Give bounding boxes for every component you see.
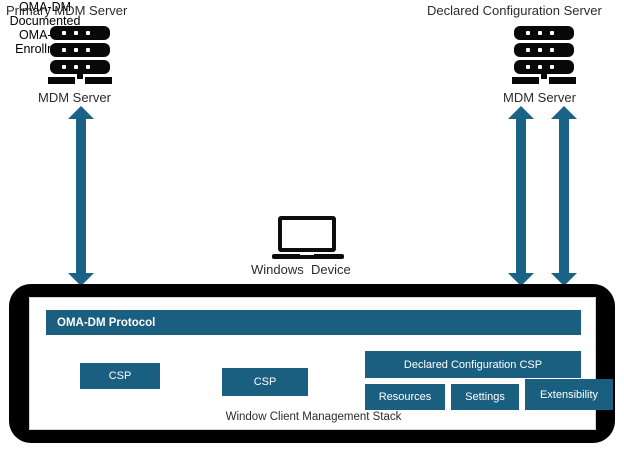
server-led-icon	[62, 65, 66, 69]
arrow-head-up-icon	[508, 106, 534, 119]
server-led-icon	[62, 31, 66, 35]
server-base-right	[85, 77, 112, 84]
client-management-stack-frame: OMA-DM Protocol CSP CSP Declared Configu…	[9, 284, 615, 443]
server-stand-stem	[77, 73, 83, 79]
mdm-server-caption-left: MDM Server	[38, 90, 111, 105]
server-rack-unit	[50, 60, 110, 74]
server-led-icon	[526, 65, 530, 69]
server-rack-unit	[50, 26, 110, 40]
oma-dm-documented-label: OMA-DM Documented	[0, 0, 90, 28]
server-base-right	[549, 77, 576, 84]
server-rack-unit	[514, 26, 574, 40]
server-rack-unit	[514, 43, 574, 57]
resources-box[interactable]: Resources	[365, 384, 445, 410]
csp-box-2[interactable]: CSP	[222, 368, 308, 396]
laptop-screen	[278, 216, 336, 252]
server-led-icon	[526, 31, 530, 35]
laptop-notch	[300, 252, 314, 255]
server-led-icon	[74, 31, 78, 35]
server-led-icon	[86, 48, 90, 52]
arrow-head-down-icon	[508, 273, 534, 286]
server-rack-unit	[50, 43, 110, 57]
arrow-oma-dm-enrollment-1	[508, 106, 534, 286]
server-led-icon	[550, 65, 554, 69]
arrow-shaft	[559, 118, 569, 274]
mdm-server-caption-right: MDM Server	[503, 90, 576, 105]
windows-device-laptop-icon	[272, 216, 344, 266]
csp-box-1[interactable]: CSP	[80, 363, 160, 389]
arrow-head-up-icon	[68, 106, 94, 119]
server-led-icon	[538, 48, 542, 52]
declared-configuration-csp-box[interactable]: Declared Configuration CSP	[365, 351, 581, 378]
server-led-icon	[74, 65, 78, 69]
server-led-icon	[86, 31, 90, 35]
client-management-stack-caption: Window Client Management Stack	[225, 411, 402, 423]
client-management-stack-panel: OMA-DM Protocol CSP CSP Declared Configu…	[29, 297, 613, 430]
extensibility-box[interactable]: Extensibility	[525, 379, 613, 410]
server-led-icon	[538, 31, 542, 35]
declared-configuration-server-title: Declared Configuration Server	[427, 3, 602, 18]
oma-dm-protocol-bar[interactable]: OMA-DM Protocol	[46, 310, 581, 335]
primary-mdm-server-title: Primary MDM Server	[6, 3, 128, 18]
arrow-head-down-icon	[68, 273, 94, 286]
mdm-server-icon-right	[508, 24, 580, 86]
server-led-icon	[74, 48, 78, 52]
laptop-base	[272, 254, 344, 259]
arrow-head-down-icon	[551, 273, 577, 286]
server-base-left	[48, 77, 75, 84]
server-led-icon	[538, 65, 542, 69]
server-rack-unit	[514, 60, 574, 74]
settings-box[interactable]: Settings	[451, 384, 519, 410]
windows-device-caption: Windows Device	[251, 262, 351, 277]
server-led-icon	[86, 65, 90, 69]
arrow-shaft	[76, 118, 86, 274]
server-led-icon	[550, 31, 554, 35]
server-led-icon	[550, 48, 554, 52]
arrow-head-up-icon	[551, 106, 577, 119]
arrow-shaft	[516, 118, 526, 274]
arrow-oma-dm-documented	[68, 106, 94, 286]
mdm-server-icon-left	[44, 24, 116, 86]
server-base-left	[512, 77, 539, 84]
server-stand-stem	[541, 73, 547, 79]
server-led-icon	[62, 48, 66, 52]
oma-dm-documented-line2: Documented	[9, 14, 81, 28]
oma-dm-documented-line1: OMA-DM	[18, 0, 72, 14]
server-led-icon	[526, 48, 530, 52]
arrow-oma-dm-enrollment-2	[551, 106, 577, 286]
